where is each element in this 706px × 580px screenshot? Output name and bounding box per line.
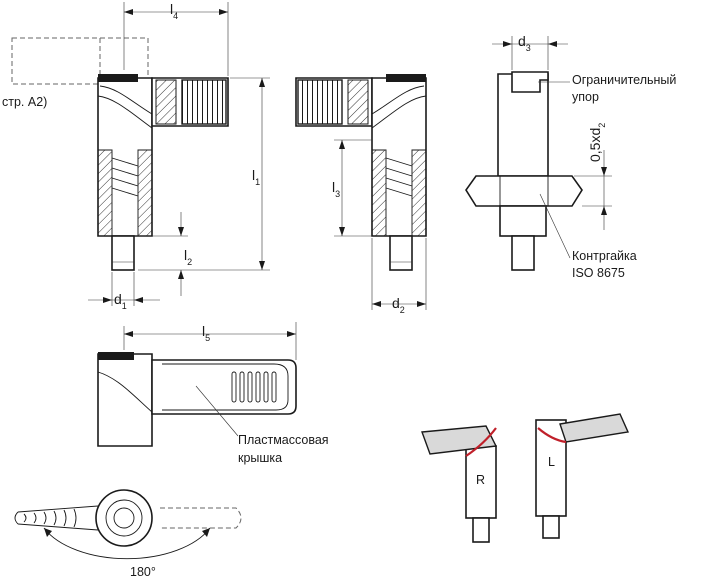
r-version-pin: [472, 517, 490, 543]
view-side-section-right: [295, 74, 427, 271]
lever-section-right: [347, 79, 369, 125]
dim-half-d2: 0,5xd2: [574, 123, 612, 230]
dim-l2: l2: [134, 212, 192, 296]
lever-section-left: [155, 79, 177, 125]
lever-outline-right-ghost: [160, 507, 242, 529]
r-version-red-mark: [465, 427, 497, 457]
pin-front: [511, 235, 535, 271]
dim-l3-label: l3: [332, 179, 340, 199]
rotation-arc: [43, 527, 211, 560]
spring-left: [111, 157, 139, 197]
nut-callout: Контргайка ISO 8675: [539, 193, 637, 280]
pin-right: [389, 235, 413, 271]
dim-l4: l4: [123, 1, 229, 76]
view-3d-right-version: R: [421, 425, 498, 543]
cover-label-line2: крышка: [238, 451, 282, 465]
stop-label-line2: упор: [572, 90, 599, 104]
stop-shoulder: [511, 71, 549, 93]
thread-section-r: [137, 149, 153, 237]
stop-callout: Ограничительный упор: [538, 73, 676, 104]
dim-d2-label: d2: [392, 295, 405, 315]
dim-d1-label: d1: [114, 291, 127, 311]
dim-d2: d2: [371, 238, 427, 315]
lever-knurl-right: [297, 79, 343, 125]
dim-l3: l3: [332, 139, 372, 237]
pin-left: [111, 235, 135, 271]
cover-ribs: [231, 371, 277, 403]
lock-nut: [465, 175, 583, 207]
plan-body-outer: [95, 489, 153, 547]
l-version-label: L: [548, 455, 555, 469]
dim-d3-label: d3: [518, 33, 531, 53]
dim-d1: d1: [88, 272, 160, 311]
plastic-cover: [151, 359, 297, 415]
dim-l5-label: l5: [202, 323, 210, 343]
dim-l4-label: l4: [170, 1, 178, 21]
thread-front: [499, 205, 547, 237]
stop-label-line1: Ограничительный: [572, 73, 676, 87]
dim-l1-label: l1: [252, 167, 260, 187]
dim-l2-label: l2: [184, 247, 192, 267]
lever-knurl-left: [181, 79, 227, 125]
ghost-lever-outline: [11, 37, 149, 85]
nut-label-line2: ISO 8675: [572, 266, 625, 280]
cover-label-line1: Пластмассовая: [238, 433, 329, 447]
body-top-view: [97, 353, 153, 447]
reference-note: стр. A2): [2, 95, 47, 109]
thread-section-l: [97, 149, 113, 237]
l-version-lever: [559, 413, 630, 443]
view-side-section-left: [11, 37, 229, 271]
dim-l1: l1: [138, 77, 270, 271]
r-version-body: [465, 445, 497, 519]
l-version-pin: [542, 515, 560, 539]
dim-half-d2-label: 0,5xd2: [587, 123, 607, 162]
cover-callout: Пластмассовая крышка: [195, 385, 329, 465]
thread-section-l2: [371, 149, 387, 237]
rotation-angle-label: 180°: [130, 565, 156, 579]
spring-right: [385, 157, 413, 197]
thread-section-r2: [411, 149, 427, 237]
view-plan-rotation: 180°: [14, 489, 242, 579]
l-version-red-mark: [537, 427, 567, 444]
r-version-label: R: [476, 473, 485, 487]
dim-l5: l5: [123, 322, 297, 360]
dim-d3: d3: [492, 33, 568, 70]
lever-outline-left: [17, 505, 99, 531]
view-front-with-nut: [465, 71, 583, 271]
view-3d-left-version: L: [535, 413, 630, 539]
view-top-cover: [97, 352, 297, 447]
nut-label-line1: Контргайка: [572, 249, 637, 263]
